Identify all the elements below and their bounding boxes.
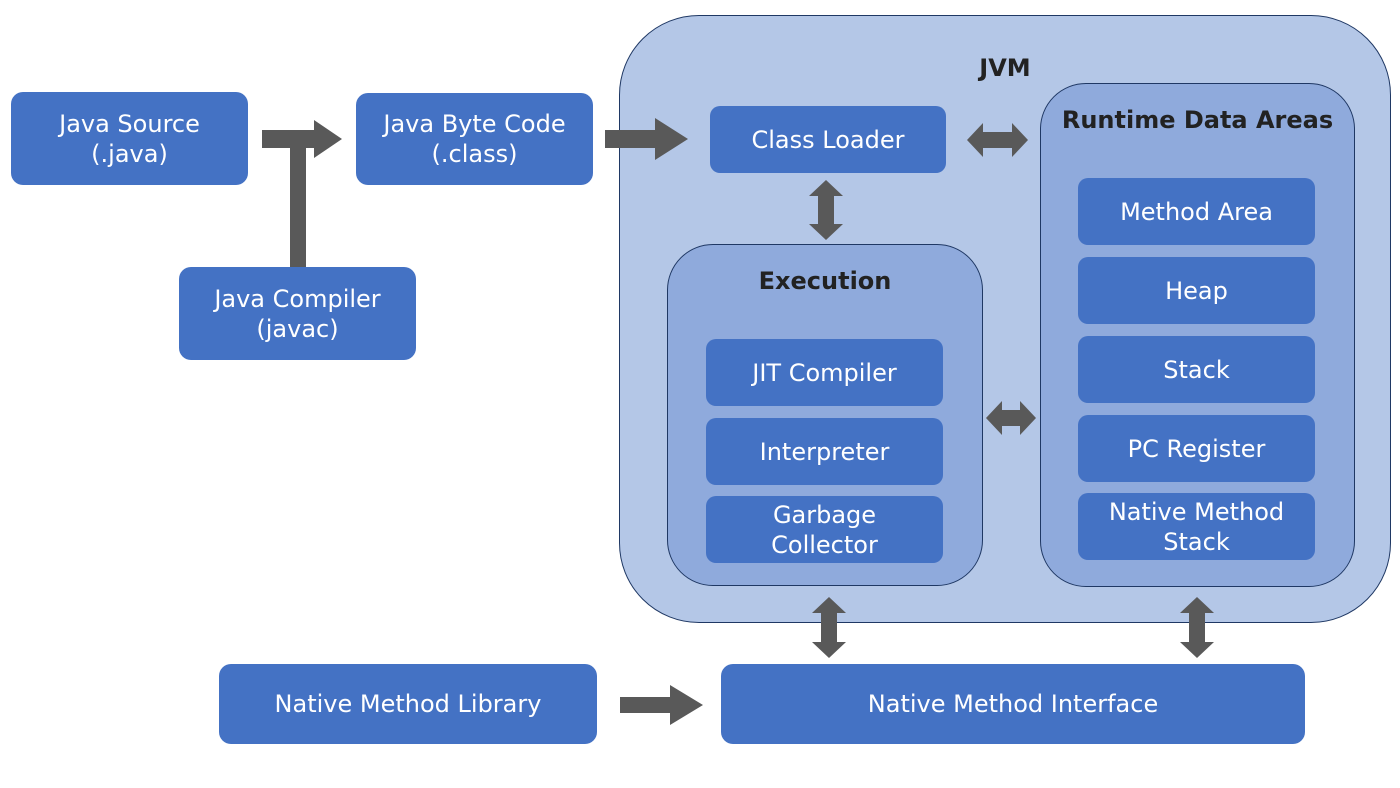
class-loader-label: Class Loader [751, 125, 905, 154]
java-bytecode-label: Java Byte Code [383, 110, 566, 138]
native-method-library-box: Native Method Library [219, 664, 597, 744]
pc-register-box: PC Register [1078, 415, 1315, 482]
java-compiler-box: Java Compiler (javac) [179, 267, 416, 360]
java-bytecode-box: Java Byte Code (.class) [356, 93, 593, 185]
arrow-execution-interface [812, 597, 846, 658]
execution-title: Execution [758, 267, 892, 295]
method-area-box: Method Area [1078, 178, 1315, 245]
arrow-execution-runtime [986, 401, 1036, 435]
native-method-stack-box: Native Method Stack [1078, 493, 1315, 560]
compiler-stem [290, 138, 306, 268]
heap-label: Heap [1165, 276, 1228, 305]
garbage-collector-box: Garbage Collector [706, 496, 943, 563]
arrow-bytecode-to-classloader [605, 118, 688, 160]
arrow-classloader-runtime [967, 123, 1028, 157]
stack-box: Stack [1078, 336, 1315, 403]
pc-register-label: PC Register [1127, 434, 1266, 463]
interpreter-label: Interpreter [759, 437, 890, 466]
arrow-runtime-interface [1180, 597, 1214, 658]
jit-compiler-label: JIT Compiler [752, 358, 897, 387]
java-compiler-label: Java Compiler [214, 284, 381, 313]
runtime-data-areas-title: Runtime Data Areas [1061, 106, 1334, 134]
java-source-box: Java Source (.java) [11, 92, 248, 185]
java-bytecode-ext: (.class) [431, 140, 518, 168]
arrow-classloader-execution [809, 180, 843, 240]
garbage-collector-label-2: Collector [771, 530, 878, 559]
native-method-stack-label-1: Native Method [1108, 497, 1285, 526]
java-compiler-ext: (javac) [256, 314, 339, 343]
java-source-ext: (.java) [91, 139, 168, 168]
heap-box: Heap [1078, 257, 1315, 324]
interpreter-box: Interpreter [706, 418, 943, 485]
native-method-interface-label: Native Method Interface [867, 690, 1159, 718]
method-area-label: Method Area [1120, 197, 1273, 226]
jit-compiler-box: JIT Compiler [706, 339, 943, 406]
garbage-collector-label-1: Garbage [772, 500, 877, 529]
arrow-library-to-interface [620, 685, 703, 725]
stack-label: Stack [1163, 355, 1230, 384]
java-source-label: Java Source [59, 109, 200, 138]
jvm-title: JVM [979, 54, 1031, 82]
native-method-stack-label-2: Stack [1163, 527, 1230, 556]
class-loader-box: Class Loader [710, 106, 946, 173]
native-method-interface-box: Native Method Interface [721, 664, 1305, 744]
native-method-library-label: Native Method Library [274, 690, 542, 718]
arrow-source-to-bytecode [262, 120, 342, 158]
